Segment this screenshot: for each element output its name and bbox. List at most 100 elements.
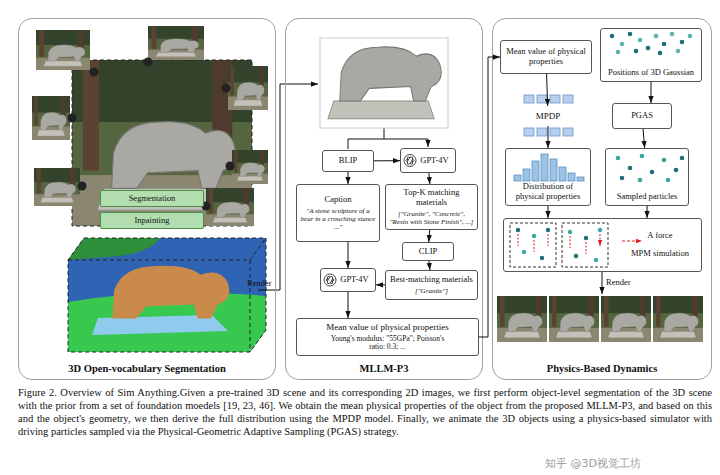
flow-arrow	[643, 129, 645, 148]
node-text: Top-K matching materials	[389, 188, 474, 208]
art-shape	[670, 32, 675, 37]
art-shape	[622, 241, 642, 242]
art-shape	[646, 46, 651, 51]
output-box: Sampled particles	[605, 148, 689, 206]
input-views	[32, 26, 268, 226]
art-shape	[680, 40, 685, 45]
rendered-frames	[497, 296, 703, 342]
model-box: CLIP	[402, 242, 454, 261]
art-shape	[601, 296, 651, 342]
flow-arrow	[647, 206, 648, 218]
flow-arrow	[376, 284, 385, 285]
art-shape	[514, 175, 521, 181]
gaussian-points	[610, 32, 693, 56]
art-shape	[584, 236, 588, 240]
node-text: "A stone sculpture of a bear in a crouch…	[300, 207, 376, 231]
model-box: GPT-4V	[320, 268, 376, 292]
art-shape	[638, 38, 643, 43]
node-text: Caption	[325, 195, 352, 205]
art-shape	[568, 230, 572, 234]
art-shape	[563, 128, 573, 136]
art-shape	[568, 173, 575, 181]
flow-arrow	[547, 74, 548, 106]
art-shape	[36, 30, 90, 70]
art-shape	[518, 234, 600, 254]
art-shape	[562, 223, 608, 267]
art-shape	[532, 234, 536, 238]
art-shape	[228, 66, 268, 110]
art-shape	[563, 95, 573, 103]
output-box: Distribution of physical properties	[505, 148, 591, 206]
art-shape	[34, 168, 80, 206]
watermark: 知乎 @3D视觉工坊	[545, 456, 641, 471]
art-shape	[620, 42, 625, 47]
art-shape	[206, 188, 254, 226]
art-shape	[320, 38, 448, 128]
node-text: 3D Open-vocabulary Segmentation	[68, 363, 226, 375]
art-shape	[674, 168, 679, 173]
flow-arrow	[547, 206, 548, 218]
art-shape	[620, 176, 625, 181]
art-shape	[676, 49, 681, 54]
node-text: BLIP	[339, 156, 357, 166]
art-shape	[112, 266, 229, 319]
node-text: Inpainting	[135, 216, 170, 226]
stage-panel: Physics-Based DynamicsMean value of phys…	[492, 18, 712, 380]
art-shape	[549, 296, 599, 342]
art-shape	[148, 26, 204, 60]
art-shape	[577, 177, 584, 181]
art-shape	[602, 272, 603, 294]
node-text: Positions of 3D Gaussian	[608, 68, 694, 78]
art-shape	[406, 156, 413, 165]
art-shape	[559, 167, 566, 181]
model-box: GPT-4V	[400, 148, 456, 173]
art-shape	[232, 150, 268, 184]
flow-arrow	[479, 57, 500, 337]
art-shape	[68, 114, 77, 123]
network-block: MPDP	[520, 106, 576, 126]
art-shape	[68, 238, 266, 352]
flow-arrow	[428, 261, 430, 270]
art-shape	[78, 182, 87, 191]
art-shape	[34, 168, 80, 206]
input-box: Mean value of physical properties	[500, 40, 592, 74]
art-shape	[616, 156, 621, 161]
art-shape	[406, 156, 413, 165]
art-shape	[546, 228, 550, 232]
process-box: PGAS	[612, 103, 672, 129]
art-shape	[650, 170, 655, 175]
mpdp-network	[524, 95, 573, 136]
art-shape	[90, 68, 99, 77]
output-box: Caption "A stone sculpture of a bear in a…	[296, 184, 380, 242]
art-shape	[326, 276, 333, 285]
flow-arrow	[548, 126, 549, 148]
object-image	[320, 38, 448, 128]
art-shape	[688, 34, 693, 39]
node-text: Young's modulus: "55GPa"; Poisson's rati…	[329, 335, 447, 352]
art-shape	[680, 156, 685, 161]
node-text: Mean value of physical properties	[326, 322, 448, 332]
art-shape	[348, 128, 428, 149]
simulation-box: A forceMPM simulation	[503, 218, 702, 272]
flow-arrow	[348, 172, 349, 184]
art-shape	[549, 296, 599, 342]
art-shape	[497, 296, 547, 342]
art-shape	[662, 42, 667, 47]
art-shape	[228, 66, 268, 110]
art-shape	[666, 178, 671, 183]
node-text: GPT-4V	[420, 156, 449, 166]
art-shape	[32, 96, 70, 140]
segmented-scene	[68, 238, 266, 352]
stage-panel: 3D Open-vocabulary SegmentationSegmentat…	[18, 18, 276, 380]
art-shape	[328, 47, 441, 119]
node-text: ["Granite"]	[415, 287, 448, 295]
art-shape	[628, 166, 633, 171]
art-shape	[524, 128, 534, 136]
model-box: BLIP	[322, 150, 374, 172]
flow-arrow	[428, 230, 430, 242]
sampled-points	[616, 154, 685, 183]
art-shape	[601, 296, 651, 342]
node-text: GPT-4V	[340, 275, 369, 285]
flow-arrow	[347, 292, 348, 318]
